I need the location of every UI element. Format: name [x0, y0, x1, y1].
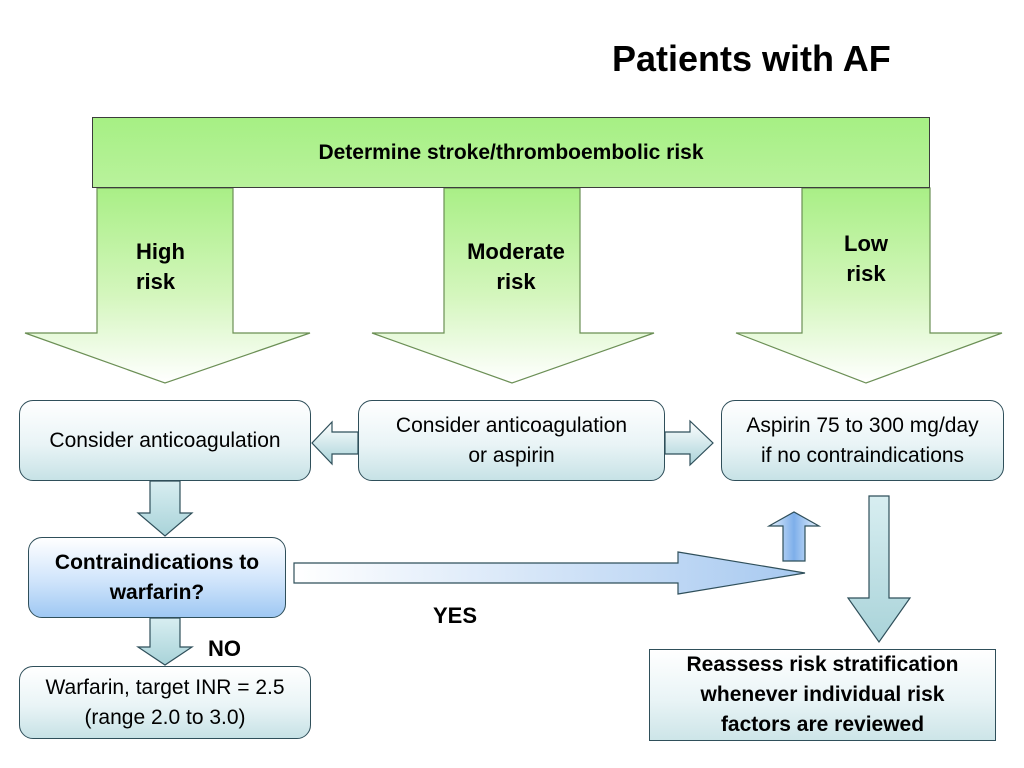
contraindications-line2: warfarin?: [109, 580, 205, 604]
moderate-risk-arrow: [371, 187, 655, 384]
down-arrow-to-reassess: [846, 495, 912, 644]
moderate-risk-label-line2: risk: [496, 269, 536, 294]
high-risk-label: High risk: [136, 237, 185, 297]
low-risk-label-line1: Low: [844, 231, 888, 256]
left-arrow: [311, 420, 359, 466]
right-arrow: [664, 419, 714, 467]
anticoag-or-aspirin-line1: Consider anticoagulation: [395, 413, 628, 437]
anticoag-or-aspirin-box: Consider anticoagulation or aspirin: [358, 400, 665, 481]
determine-risk-bar: Determine stroke/thromboembolic risk: [92, 117, 930, 188]
yes-arrow: [293, 551, 806, 595]
contraindications-box: Contraindications to warfarin?: [28, 537, 286, 618]
consider-anticoagulation-box: Consider anticoagulation: [19, 400, 311, 481]
low-risk-label: Low risk: [826, 229, 906, 289]
low-risk-label-line2: risk: [846, 261, 886, 286]
down-arrow-to-warfarin: [136, 617, 194, 666]
warfarin-box: Warfarin, target INR = 2.5 (range 2.0 to…: [19, 666, 311, 739]
page-title: Patients with AF: [612, 38, 891, 79]
high-risk-arrow: [24, 187, 311, 384]
anticoag-or-aspirin-line2: or aspirin: [468, 443, 555, 467]
aspirin-box: Aspirin 75 to 300 mg/day if no contraind…: [721, 400, 1004, 481]
warfarin-line2: (range 2.0 to 3.0): [84, 705, 246, 729]
reassess-line2: whenever individual risk: [700, 683, 945, 706]
high-risk-label-line1: High: [136, 239, 185, 264]
reassess-line1: Reassess risk stratification: [686, 653, 959, 676]
consider-anticoagulation-text: Consider anticoagulation: [49, 428, 281, 452]
high-risk-label-line2: risk: [136, 269, 176, 294]
aspirin-line1: Aspirin 75 to 300 mg/day: [746, 413, 979, 437]
moderate-risk-label: Moderate risk: [452, 237, 580, 297]
down-arrow-to-contraindications: [136, 480, 194, 537]
warfarin-line1: Warfarin, target INR = 2.5: [45, 675, 285, 699]
up-arrow-small: [766, 511, 822, 562]
reassess-line3: factors are reviewed: [720, 713, 925, 736]
contraindications-line1: Contraindications to: [54, 550, 260, 574]
aspirin-line2: if no contraindications: [760, 443, 965, 467]
yes-label: YES: [433, 603, 478, 628]
no-label: NO: [208, 636, 241, 661]
reassess-box: Reassess risk stratification whenever in…: [649, 649, 996, 741]
moderate-risk-label-line1: Moderate: [467, 239, 565, 264]
low-risk-arrow: [735, 187, 1003, 384]
